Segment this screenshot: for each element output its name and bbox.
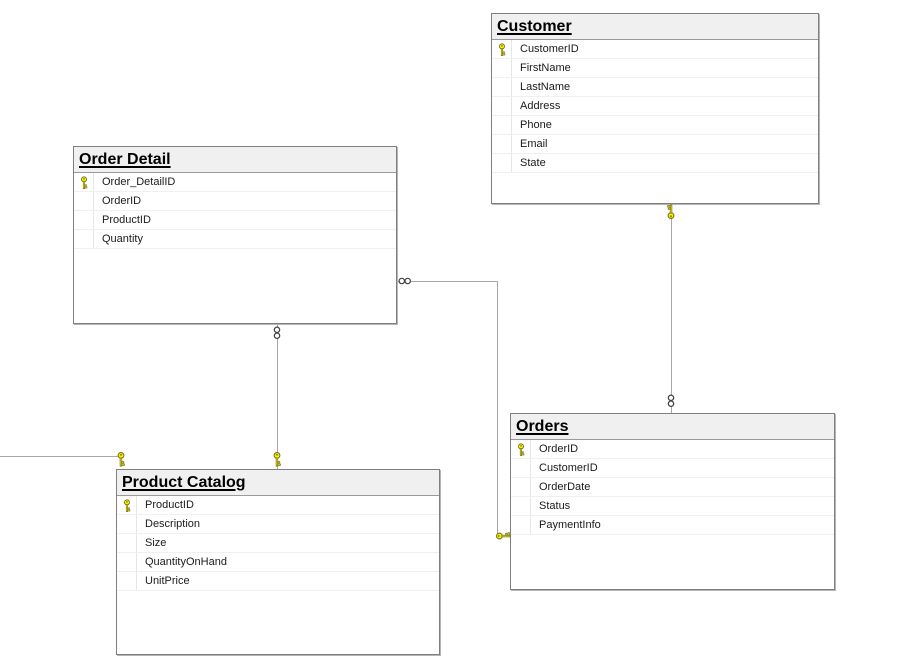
icon-cell-empty [492,97,512,115]
column-name: Address [520,100,561,112]
column-name: Email [520,138,548,150]
column-row[interactable]: ProductID [117,496,439,515]
column-row[interactable]: Description [117,515,439,534]
column-row[interactable]: Order_DetailID [74,173,396,192]
column-row[interactable]: Phone [492,116,818,135]
icon-cell-empty [492,59,512,77]
relationship-line-order-detail-orders[interactable] [497,281,498,536]
column-row[interactable]: CustomerID [511,459,834,478]
column-name: Order_DetailID [102,176,176,188]
column-row[interactable]: OrderID [511,440,834,459]
table-header[interactable]: Orders [511,414,834,440]
primary-key-icon [117,496,137,514]
primary-key-icon [511,440,531,458]
icon-cell-empty [511,516,531,534]
column-row[interactable]: LastName [492,78,818,97]
column-row[interactable]: OrderID [74,192,396,211]
key-one-endpoint-icon [496,532,511,541]
column-row[interactable]: Address [492,97,818,116]
infinity-many-endpoint-icon [667,394,675,408]
icon-cell-empty [511,459,531,477]
column-name: State [520,157,546,169]
column-name: Size [145,537,167,549]
column-row[interactable]: ProductID [74,211,396,230]
key-one-endpoint-icon [273,452,282,467]
column-row[interactable]: OrderDate [511,478,834,497]
column-row[interactable]: State [492,154,818,173]
column-row[interactable]: FirstName [492,59,818,78]
icon-cell-empty [117,553,137,571]
icon-cell-empty [117,572,137,590]
icon-cell-empty [492,78,512,96]
icon-cell-empty [117,534,137,552]
key-one-endpoint-icon [117,452,126,467]
icon-cell-empty [74,230,94,248]
column-row[interactable]: QuantityOnHand [117,553,439,572]
column-name: Description [145,518,201,530]
table-title: Customer [497,18,572,35]
table-title: Product Catalog [122,474,246,491]
column-name: Phone [520,119,552,131]
column-row[interactable]: Status [511,497,834,516]
relationship-line-order-detail-orders[interactable] [397,281,497,282]
primary-key-icon [74,173,94,191]
column-name: CustomerID [520,43,579,55]
relationship-line-external-product-catalog[interactable] [0,456,119,457]
infinity-many-endpoint-icon [398,277,412,285]
table-header[interactable]: Customer [492,14,818,40]
table-header[interactable]: Order Detail [74,147,396,173]
column-row[interactable]: Email [492,135,818,154]
column-name: Status [539,500,571,512]
column-name: OrderID [539,443,579,455]
table-title: Orders [516,418,569,435]
table-columns: Order_DetailID OrderID ProductID Quantity [74,173,396,323]
column-name: ProductID [145,499,194,511]
column-name: CustomerID [539,462,598,474]
icon-cell-empty [511,478,531,496]
primary-key-icon [492,40,512,58]
table-header[interactable]: Product Catalog [117,470,439,496]
key-one-endpoint-icon [667,204,676,220]
column-row[interactable]: Quantity [74,230,396,249]
icon-cell-empty [492,135,512,153]
icon-cell-empty [492,116,512,134]
column-row[interactable]: UnitPrice [117,572,439,591]
column-name: OrderDate [539,481,591,493]
icon-cell-empty [74,211,94,229]
icon-cell-empty [492,154,512,172]
column-name: LastName [520,81,571,93]
column-row[interactable]: Size [117,534,439,553]
column-name: ProductID [102,214,151,226]
icon-cell-empty [117,515,137,533]
column-row[interactable]: PaymentInfo [511,516,834,535]
column-name: QuantityOnHand [145,556,227,568]
column-name: FirstName [520,62,571,74]
icon-cell-empty [511,497,531,515]
column-row[interactable]: CustomerID [492,40,818,59]
column-name: OrderID [102,195,142,207]
icon-cell-empty [74,192,94,210]
column-name: UnitPrice [145,575,190,587]
infinity-many-endpoint-icon [273,326,281,340]
column-name: Quantity [102,233,143,245]
relationship-line-customer-orders[interactable] [671,204,672,413]
column-name: PaymentInfo [539,519,601,531]
relationship-line-order-detail-product-catalog[interactable] [277,324,278,469]
table-title: Order Detail [79,151,171,168]
